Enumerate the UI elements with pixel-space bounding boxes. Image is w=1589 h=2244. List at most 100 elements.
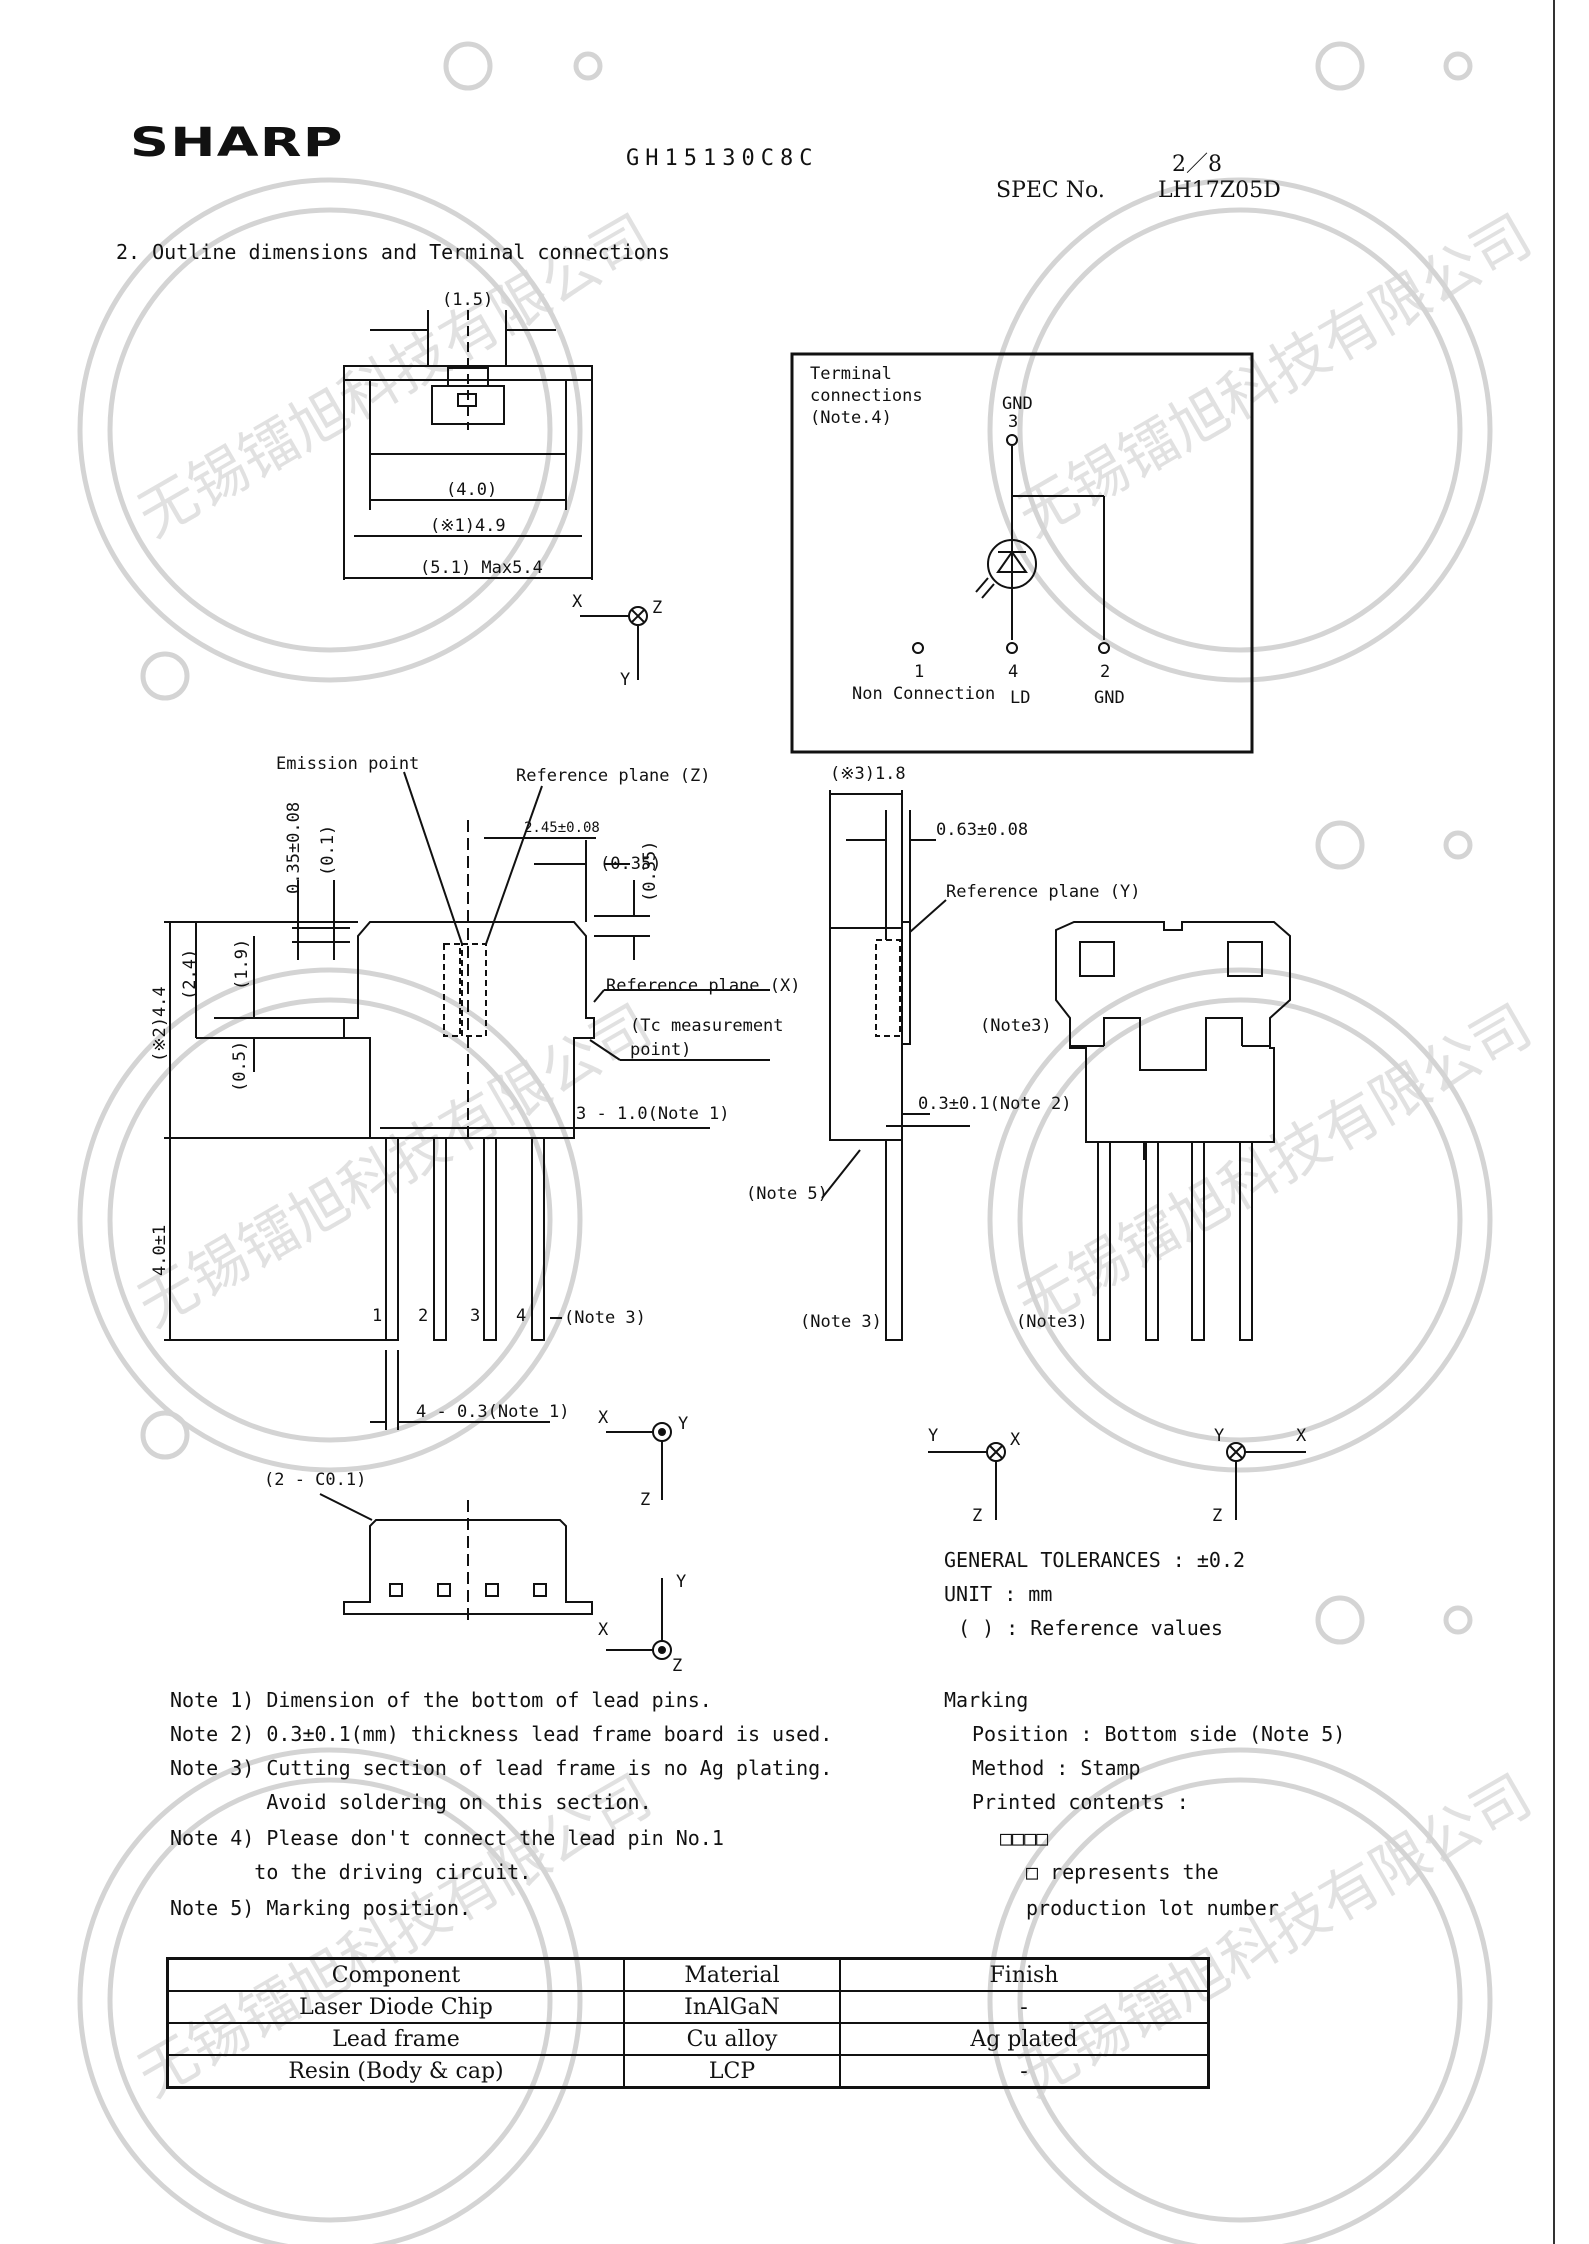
page-number: 2／8 — [1172, 152, 1222, 177]
marking-method: Method : Stamp — [972, 1756, 1141, 1780]
dim-1-8: (※3)1.8 — [830, 764, 906, 784]
axis-z-label: Z — [652, 598, 663, 618]
right-axis1-y: Y — [928, 1426, 939, 1446]
note-line: Avoid soldering on this section. — [170, 1790, 652, 1814]
table-cell: InAlGaN — [623, 1990, 841, 2024]
note-line: Note 4) Please don't connect the lead pi… — [170, 1826, 724, 1850]
dim-3-1-0: 3 - 1.0(Note 1) — [576, 1104, 730, 1124]
table-row: Laser Diode Chip InAlGaN - — [166, 1990, 1210, 2024]
pin2-name: GND — [1094, 688, 1125, 708]
axis-y-label: Y — [620, 670, 631, 690]
dim-4-0-3: 4 - 0.3(Note 1) — [416, 1402, 570, 1422]
pin4-name: LD — [1010, 688, 1031, 708]
dim-5-4: (5.1) Max5.4 — [420, 558, 543, 578]
table-row: Resin (Body & cap) LCP - — [166, 2054, 1210, 2089]
model-number: GH15130C8C — [626, 146, 819, 171]
pin1-num: 1 — [914, 662, 925, 682]
dim-0-3: 0.3±0.1(Note 2) — [918, 1094, 1072, 1114]
dim-0-35-a: (0.35) — [600, 854, 662, 874]
emission-point-label: Emission point — [276, 754, 420, 774]
dim-0-63: 0.63±0.08 — [936, 820, 1029, 840]
table-header: Component — [166, 1957, 625, 1992]
dim-2-45: 2.45±0.08 — [524, 820, 600, 836]
note-line: Note 1) Dimension of the bottom of lead … — [170, 1688, 712, 1712]
front-axis-z: Z — [640, 1490, 651, 1510]
table-cell: LCP — [623, 2054, 841, 2089]
general-tolerances: GENERAL TOLERANCES : ±0.2 — [944, 1548, 1246, 1572]
pin4-num: 4 — [1008, 662, 1019, 682]
terminal-title-3: (Note.4) — [810, 408, 892, 428]
table-cell: Ag plated — [839, 2022, 1210, 2056]
table-header-row: Component Material Finish — [166, 1957, 1210, 1992]
side-note3: (Note 3) — [800, 1312, 882, 1332]
bottom-axis-x: X — [598, 1620, 609, 1640]
right-axis2-z: Z — [1212, 1506, 1223, 1526]
marking-lot: production lot number — [1026, 1896, 1279, 1920]
dim-1-5: (1.5) — [442, 290, 494, 310]
front-axis-y: Y — [678, 1414, 689, 1434]
pin-2-label: 2 — [418, 1306, 429, 1326]
front-axis-x: X — [598, 1408, 609, 1428]
spec-value: LH17Z05D — [1158, 178, 1281, 203]
chamfer-label: (2 - C0.1) — [264, 1470, 367, 1490]
section-title: 2. Outline dimensions and Terminal conne… — [116, 240, 670, 264]
bottom-axis-y: Y — [676, 1572, 687, 1592]
table-cell: Cu alloy — [623, 2022, 841, 2056]
table-cell: - — [839, 1990, 1210, 2024]
pin-1-label: 1 — [372, 1306, 383, 1326]
page-border — [1553, 0, 1555, 2244]
pin-3-label: 3 — [470, 1306, 481, 1326]
material-table: Component Material Finish Laser Diode Ch… — [166, 1957, 1210, 2089]
back-note3-b: (Note3) — [1016, 1312, 1088, 1332]
marking-printed: Printed contents : — [972, 1790, 1189, 1814]
marking-represents: □ represents the — [1026, 1860, 1219, 1884]
right-axis1-x: X — [1010, 1430, 1021, 1450]
terminal-title-2: connections — [810, 386, 923, 406]
note-line: to the driving circuit. — [170, 1860, 532, 1884]
sharp-logo: SHARP — [130, 120, 344, 166]
axis-x-label: X — [572, 592, 583, 612]
table-cell: Laser Diode Chip — [166, 1990, 625, 2024]
reference-values-label: ( ) : Reference values — [958, 1616, 1223, 1640]
marking-position: Position : Bottom side (Note 5) — [972, 1722, 1346, 1746]
note-line: Note 5) Marking position. — [170, 1896, 472, 1920]
unit-label: UNIT : mm — [944, 1582, 1053, 1606]
table-header: Material — [623, 1957, 841, 1992]
tc-label-1: (Tc measurement — [630, 1016, 784, 1036]
dim-4-9: (※1)4.9 — [430, 516, 506, 536]
table-header: Finish — [839, 1957, 1210, 1992]
marking-title: Marking — [944, 1688, 1029, 1712]
right-axis2-x: X — [1296, 1426, 1307, 1446]
table-cell: Resin (Body & cap) — [166, 2054, 625, 2089]
ref-plane-x-label: Reference plane (X) — [606, 976, 801, 996]
ref-plane-y-label: Reference plane (Y) — [946, 882, 1141, 902]
table-cell: - — [839, 2054, 1210, 2089]
back-note3-a: (Note3) — [980, 1016, 1052, 1036]
marking-boxes: □□□□ — [1000, 1826, 1049, 1850]
note-line: Note 2) 0.3±0.1(mm) thickness lead frame… — [170, 1722, 833, 1746]
spec-label: SPEC No. — [996, 178, 1105, 203]
pin-4-label: 4 — [516, 1306, 527, 1326]
pin3-name: GND — [1002, 394, 1033, 414]
dim-4-0: (4.0) — [446, 480, 498, 500]
pin2-num: 2 — [1100, 662, 1111, 682]
note-line: Note 3) Cutting section of lead frame is… — [170, 1756, 833, 1780]
table-row: Lead frame Cu alloy Ag plated — [166, 2022, 1210, 2056]
right-axis2-y: Y — [1214, 1426, 1225, 1446]
bottom-axis-z: Z — [672, 1656, 683, 1676]
side-note5: (Note 5) — [746, 1184, 828, 1204]
ref-plane-z-label: Reference plane (Z) — [516, 766, 711, 786]
table-cell: Lead frame — [166, 2022, 625, 2056]
tc-label-2: point) — [630, 1040, 692, 1060]
pin3-num: 3 — [1008, 412, 1019, 432]
pin1-name: Non Connection — [852, 684, 996, 704]
front-note3-label: (Note 3) — [564, 1308, 646, 1328]
